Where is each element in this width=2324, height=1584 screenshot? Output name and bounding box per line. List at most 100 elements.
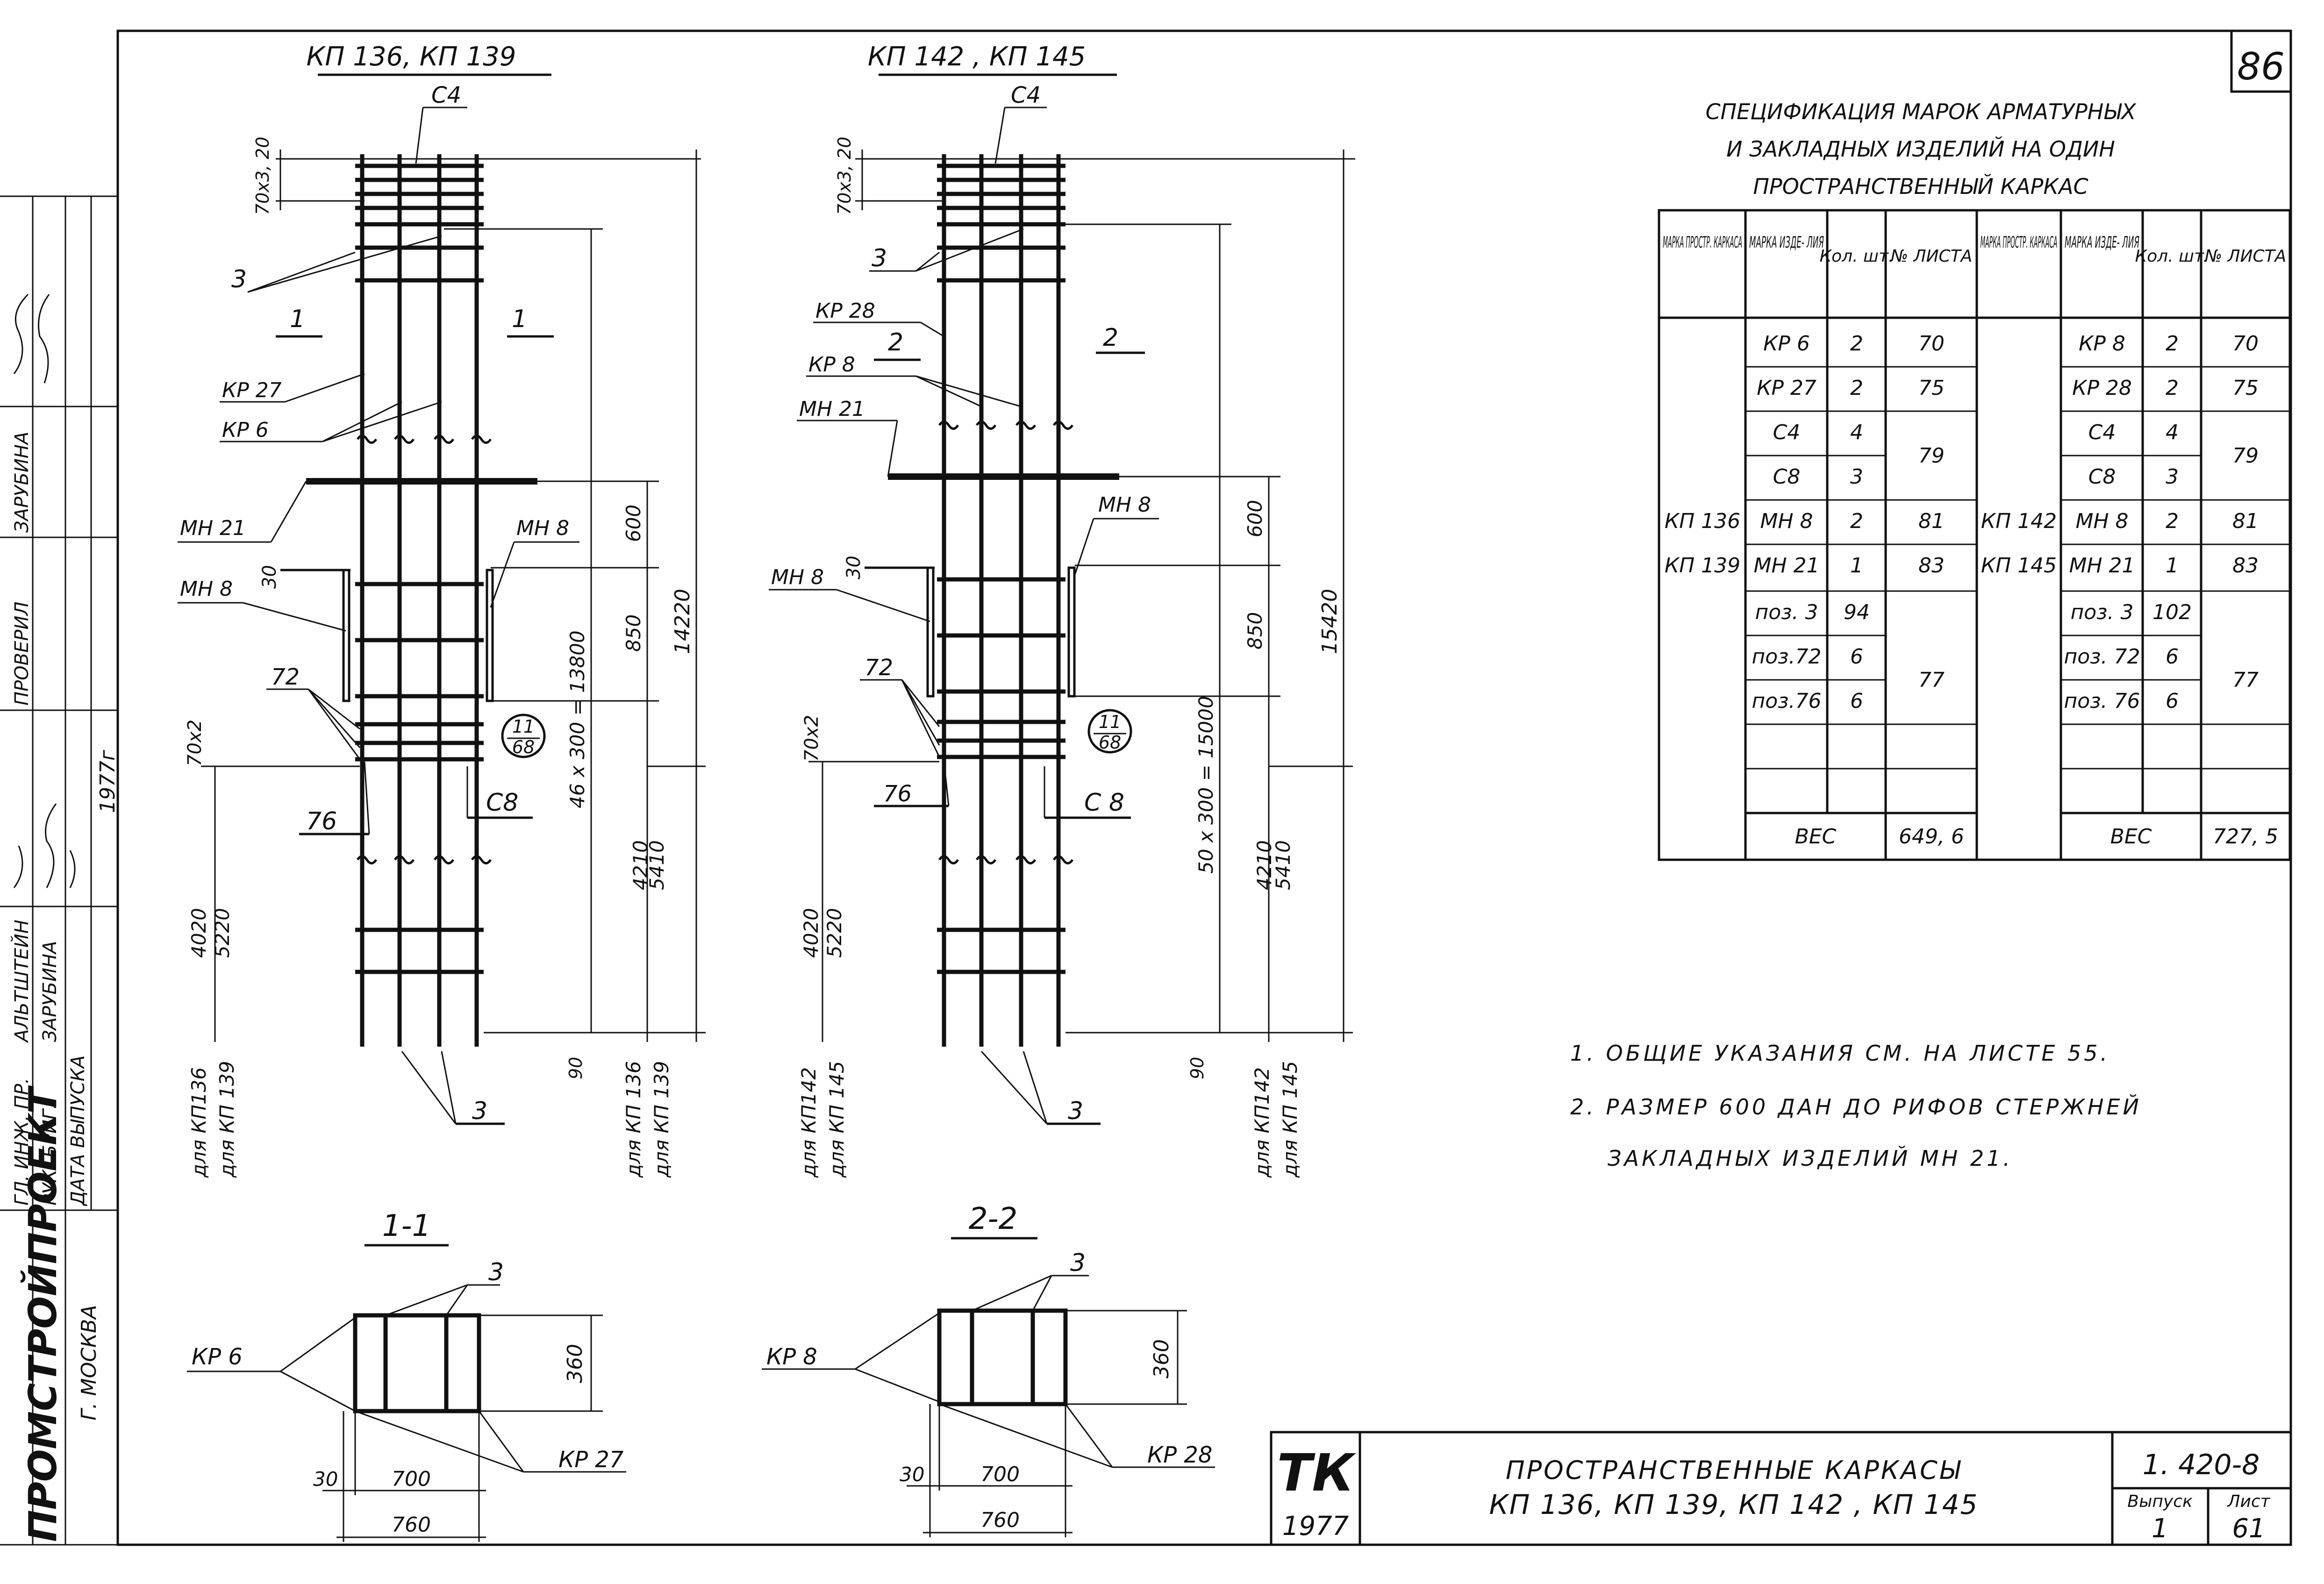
elev1-for-b: для КП 139 — [215, 1061, 238, 1178]
spec-l-item-7: поз.72 — [1752, 645, 1821, 669]
elev2-mh21: МН 21 — [799, 397, 865, 421]
elev2-dim5220: 5220 — [823, 908, 846, 958]
elev1-sect-left: 1 — [290, 305, 305, 333]
stamp-role-1: ГЛ. ИНЖ. ПР. — [11, 1078, 33, 1206]
stamp-name-3: ЗАРУБИНА — [11, 432, 33, 533]
elev1-dim4210: 4210 — [629, 840, 652, 890]
stamp-name-1: АЛЬТШТЕЙН — [10, 920, 33, 1043]
elev1-sect-right: 1 — [512, 305, 527, 333]
elev2-pos3: 3 — [872, 244, 887, 272]
elev2-p76: 76 — [883, 781, 912, 807]
elev2-dim-col: 50 x 300 = 15000 — [1194, 696, 1217, 874]
tb-year: 1977 — [1282, 1511, 1349, 1541]
spec-l-item-6: поз. 3 — [1755, 600, 1818, 624]
spec-r-item-1: КР 28 — [2072, 376, 2132, 400]
spec-r-frame-1: КП 142 — [1981, 509, 2057, 533]
spec-l-sheet-3: 81 — [1918, 509, 1945, 533]
elev2-dim5410: 5410 — [1272, 840, 1294, 890]
elevation-1: КП 136, КП 139 С4 3 — [178, 42, 706, 1178]
elev1-p72: 72 — [271, 664, 300, 690]
spec-r-item-8: поз. 76 — [2064, 689, 2140, 713]
spec-r-frame-2: КП 145 — [1981, 554, 2057, 578]
sect2-d700: 700 — [980, 1463, 1020, 1486]
sect2-d760: 760 — [980, 1508, 1020, 1532]
elev2-c4: С4 — [1011, 82, 1041, 108]
elev1-dim-top: 70x3, 20 — [252, 136, 273, 215]
spec-r-qty-6: 102 — [2152, 600, 2192, 624]
sect1-kr6: КР 6 — [192, 1344, 243, 1370]
elev2-dim90: 90 — [1187, 1057, 1208, 1079]
spec-l-qty-0: 2 — [1850, 332, 1863, 356]
spec-l-item-0: КР 6 — [1763, 332, 1810, 356]
elev1-pos3-bottom: 3 — [472, 1097, 487, 1125]
tb-issue: 1 — [2152, 1513, 2168, 1544]
elev1-dim30: 30 — [259, 565, 280, 589]
note-3: ЗАКЛАДНЫХ ИЗДЕЛИЙ МН 21. — [1608, 1146, 2013, 1171]
spec-h-item-l: МАРКА ИЗДЕ- ЛИЯ — [1749, 233, 1824, 252]
sheet-number-box: 86 — [2230, 29, 2292, 93]
elev1-p76: 76 — [306, 807, 337, 835]
sect1-kr27: КР 27 — [558, 1447, 624, 1473]
elev2-pos3-bottom: 3 — [1068, 1097, 1083, 1125]
elev2-dim15420: 15420 — [1318, 589, 1342, 654]
spec-r-weight: 727, 5 — [2213, 825, 2278, 849]
spec-r-qty-5: 1 — [2166, 554, 2179, 578]
spec-l-frame-1: КП 136 — [1665, 509, 1740, 533]
elev1-dim5220: 5220 — [211, 908, 234, 958]
elev2-for-d: для КП 145 — [1279, 1061, 1301, 1178]
elev1-mh8-left: МН 8 — [180, 577, 233, 601]
elev1-node-num: 11 — [512, 716, 535, 737]
spec-r-sheet-3: 81 — [2232, 509, 2259, 533]
stamp-city: Г. МОСКВА — [77, 1305, 101, 1420]
spec-l-sheet-0: 70 — [1918, 332, 1945, 356]
sheet-number: 86 — [2237, 45, 2285, 88]
elev2-dim30: 30 — [843, 556, 865, 579]
elev1-dim90: 90 — [565, 1057, 586, 1079]
tb-sheet-label: Лист — [2226, 1492, 2270, 1511]
spec-l-qty-7: 6 — [1850, 645, 1863, 669]
elev1-dim-col: 46 x 300 = 13800 — [566, 630, 589, 808]
stamp-org: ПРОМСТРОЙПРОЕКТ — [21, 1085, 65, 1542]
spec-r-qty-8: 6 — [2166, 689, 2179, 713]
elev1-kr27: КР 27 — [222, 378, 282, 402]
spec-l-qty-5: 1 — [1850, 554, 1863, 578]
elev2-for-b: для КП 145 — [825, 1061, 848, 1178]
sect2-kr8: КР 8 — [766, 1344, 817, 1370]
elev2-for-c: для КП142 — [1251, 1067, 1273, 1178]
spec-r-item-5: МН 21 — [2069, 554, 2135, 578]
spec-h-sheet-l: № ЛИСТА — [1890, 247, 1973, 266]
elev2-for-a: для КП142 — [797, 1067, 820, 1178]
spec-l-item-1: КР 27 — [1757, 376, 1816, 400]
spec-l-item-4: МН 8 — [1760, 509, 1813, 533]
elev1-pos3: 3 — [231, 265, 247, 293]
spec-r-qty-0: 2 — [2166, 332, 2179, 356]
elevation-2: КП 142 , КП 145 С4 3 КР 28 — [769, 42, 1355, 1178]
elev2-kr28: КР 28 — [815, 299, 875, 323]
spec-r-qty-1: 2 — [2166, 376, 2179, 400]
spec-l-qty-8: 6 — [1850, 689, 1863, 713]
spec-title-1: СПЕЦИФИКАЦИЯ МАРОК АРМАТУРНЫХ — [1705, 99, 2137, 124]
sect1-d360: 360 — [563, 1344, 587, 1383]
spec-l-qty-2: 4 — [1850, 421, 1863, 444]
tb-tk: ТК — [1277, 1443, 1357, 1503]
elev1-node-den: 68 — [512, 737, 535, 757]
spec-h-item-r: МАРКА ИЗДЕ- ЛИЯ — [2065, 233, 2139, 252]
spec-h-sheet-r: № ЛИСТА — [2204, 247, 2287, 266]
spec-l-qty-4: 2 — [1850, 509, 1863, 533]
sect1-title: 1-1 — [382, 1209, 431, 1243]
spec-l-weight: 649, 6 — [1899, 825, 1964, 849]
spec-l-item-3: С8 — [1773, 465, 1801, 489]
elev1-mh8-right: МН 8 — [516, 516, 569, 540]
elev2-mh8-right: МН 8 — [1098, 493, 1151, 517]
elev2-c8: С 8 — [1084, 789, 1124, 817]
specification: СПЕЦИФИКАЦИЯ МАРОК АРМАТУРНЫХ И ЗАКЛАДНЫ… — [1658, 99, 2291, 861]
stamp-name-2: ЗАРУБИНА — [39, 941, 61, 1042]
elev2-dim-top: 70x3, 20 — [834, 136, 855, 215]
tb-issue-label: Выпуск — [2127, 1492, 2193, 1511]
spec-l-weight-label: ВЕС — [1795, 825, 1837, 849]
spec-l-sheet-2: 79 — [1918, 444, 1945, 468]
spec-r-sheet-2: 79 — [2232, 444, 2259, 468]
spec-r-sheet-4: 83 — [2232, 554, 2259, 578]
elev1-kr6: КР 6 — [222, 418, 269, 442]
elev1-mh21: МН 21 — [180, 516, 246, 540]
